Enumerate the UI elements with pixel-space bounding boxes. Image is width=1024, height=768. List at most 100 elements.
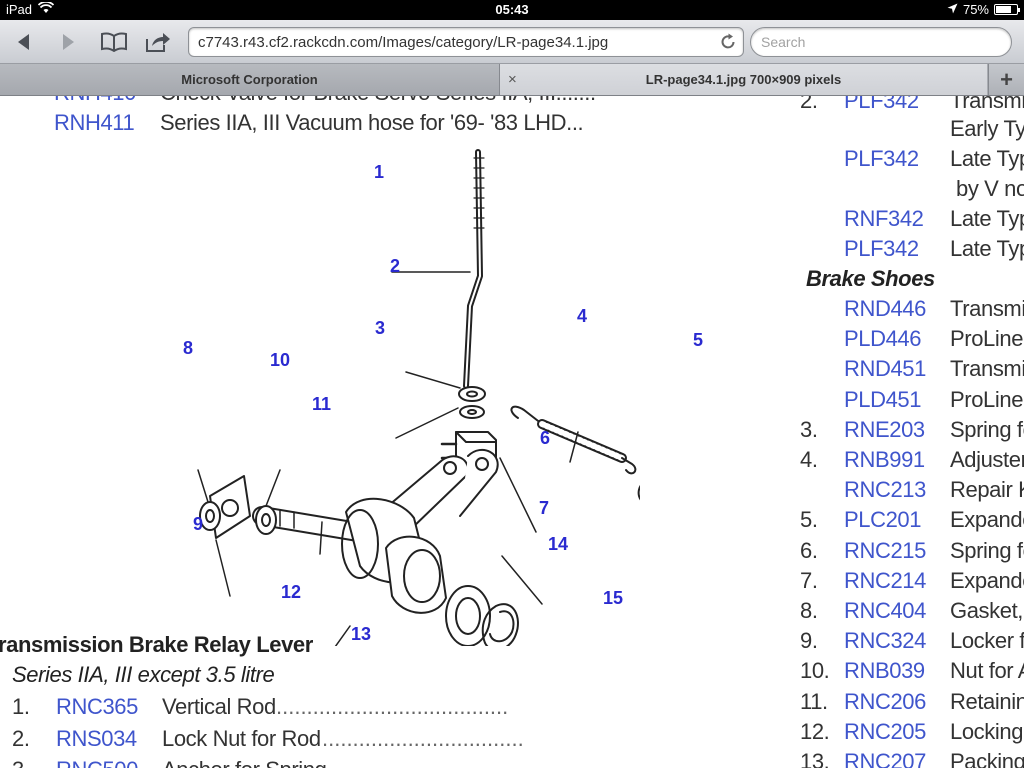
part-code[interactable]: RNC500 <box>56 757 138 768</box>
parts-row: 4. RNB991 Adjuster <box>800 447 1024 473</box>
part-code[interactable]: RNC213 <box>844 477 926 503</box>
part-desc: Packing <box>950 749 1024 768</box>
part-code[interactable]: PLD446 <box>844 326 922 352</box>
part-desc: Locking <box>950 718 1024 744</box>
part-code[interactable]: RNC207 <box>844 749 926 768</box>
right-heading: Brake Shoes <box>806 266 935 291</box>
part-code[interactable]: PLF342 <box>844 236 919 261</box>
part-desc: Vertical Rod <box>162 694 276 719</box>
part-desc: Repair K <box>950 477 1024 503</box>
part-code[interactable]: PLF342 <box>844 146 919 171</box>
tab-bar: Microsoft Corporation LR-page34.1.jpg 70… <box>0 64 1024 96</box>
part-code[interactable]: RNC324 <box>844 628 926 654</box>
reload-icon <box>721 33 735 49</box>
part-desc: Nut for A <box>950 658 1024 684</box>
part-code[interactable]: RNF342 <box>844 206 924 231</box>
search-input[interactable] <box>761 33 1001 51</box>
callout-15: 15 <box>603 588 624 608</box>
callout-11: 11 <box>312 394 332 414</box>
wifi-icon <box>37 1 55 17</box>
url-text: c7743.r43.cf2.rackcdn.com/Images/categor… <box>198 34 609 51</box>
location-arrow-icon <box>947 2 958 17</box>
part-code[interactable]: RNC365 <box>56 694 138 719</box>
part-code[interactable]: RNE203 <box>844 416 925 442</box>
part-num: 11. <box>800 688 828 714</box>
tab-close-button[interactable]: × <box>508 71 517 88</box>
share-icon <box>146 33 170 52</box>
parts-row: 7.RNC214Expande <box>800 568 1024 594</box>
part-desc: Lock Nut for Rod <box>162 726 321 751</box>
part-num: 8. <box>800 598 818 623</box>
part-num: 9. <box>800 628 818 654</box>
part-desc: ProLine, <box>950 386 1024 412</box>
tab-lr-page[interactable]: LR-page34.1.jpg 700×909 pixels <box>500 64 987 95</box>
browser-toolbar: c7743.r43.cf2.rackcdn.com/Images/categor… <box>0 20 1024 64</box>
new-tab-button[interactable]: + <box>988 64 1024 95</box>
part-code[interactable]: RND446 <box>844 296 926 321</box>
callout-5: 5 <box>693 330 704 350</box>
part-desc: Retainin <box>950 688 1024 714</box>
share-button[interactable] <box>142 28 174 56</box>
address-bar[interactable]: c7743.r43.cf2.rackcdn.com/Images/categor… <box>188 27 744 57</box>
page-content: RNH410 Check Valve for Brake Servo Serie… <box>0 96 1024 768</box>
leader-dots: ................................. <box>322 726 524 751</box>
part-desc: ProLine, <box>950 326 1024 352</box>
parts-row: 3. RNE203 Spring fo <box>800 416 1024 443</box>
tab-microsoft[interactable]: Microsoft Corporation <box>0 64 500 95</box>
callout-4: 4 <box>577 306 588 326</box>
part-num: 4. <box>800 447 818 472</box>
callout-14: 14 <box>548 534 569 554</box>
part-code[interactable]: RNC404 <box>844 598 926 623</box>
parts-row: RNH410 Check Valve for Brake Servo Serie… <box>54 96 596 106</box>
device-name: iPad <box>6 2 33 17</box>
battery-level <box>996 6 1011 13</box>
part-desc: Series IIA, III Vacuum hose for '69- '83… <box>160 110 584 135</box>
parts-row: RNH411 Series IIA, III Vacuum hose for '… <box>54 110 584 136</box>
part-code[interactable]: RNC206 <box>844 688 926 714</box>
part-code[interactable]: RNC205 <box>844 718 926 744</box>
part-desc: Gasket, <box>950 598 1024 623</box>
part-code[interactable]: PLF342 <box>844 96 919 113</box>
part-code[interactable]: RNS034 <box>56 726 137 751</box>
part-code[interactable]: PLC201 <box>844 507 922 533</box>
part-desc: Late Typ <box>950 236 1024 261</box>
bookmarks-button[interactable] <box>98 28 130 56</box>
search-box[interactable] <box>750 27 1012 57</box>
part-desc: Adjuster <box>950 447 1024 472</box>
forward-button[interactable] <box>52 28 84 56</box>
tab-label: LR-page34.1.jpg 700×909 pixels <box>645 72 842 87</box>
part-code[interactable]: RNB039 <box>844 658 925 684</box>
part-desc: Anchor for Spring <box>162 757 327 768</box>
reload-button[interactable] <box>719 33 737 56</box>
part-code[interactable]: PLD451 <box>844 386 922 412</box>
callout-6: 6 <box>540 428 551 448</box>
part-code[interactable]: RNC215 <box>844 537 926 563</box>
part-num: 1. <box>12 694 30 719</box>
part-desc: Spring fo <box>950 537 1024 563</box>
callout-10: 10 <box>270 350 291 370</box>
status-time: 05:43 <box>495 2 529 17</box>
part-desc: Transmi <box>950 296 1024 321</box>
callout-13: 13 <box>351 624 372 644</box>
back-button[interactable] <box>8 28 40 56</box>
section-title: ransmission Brake Relay Lever <box>0 632 313 657</box>
back-icon <box>18 34 29 50</box>
part-code[interactable]: RNB991 <box>844 447 925 472</box>
part-code[interactable]: RNH411 <box>54 110 135 135</box>
part-desc: Check Valve for Brake Servo Series IIA, … <box>160 96 596 106</box>
part-desc: Early Ty <box>950 116 1024 141</box>
parts-row: 8. RNC404 Gasket, <box>800 598 1023 624</box>
parts-row: 2. PLF342 Transmi <box>800 96 1024 114</box>
part-desc: Spring fo <box>950 416 1024 442</box>
part-code[interactable]: RNH410 <box>54 96 136 105</box>
part-num: 3. <box>800 416 818 442</box>
part-code[interactable]: RND451 <box>844 356 926 382</box>
part-code[interactable]: RNC214 <box>844 567 926 593</box>
status-left: iPad <box>6 1 55 17</box>
part-desc: Expande <box>950 507 1024 533</box>
part-num: 12. <box>800 718 830 744</box>
part-num: 10. <box>800 658 830 684</box>
